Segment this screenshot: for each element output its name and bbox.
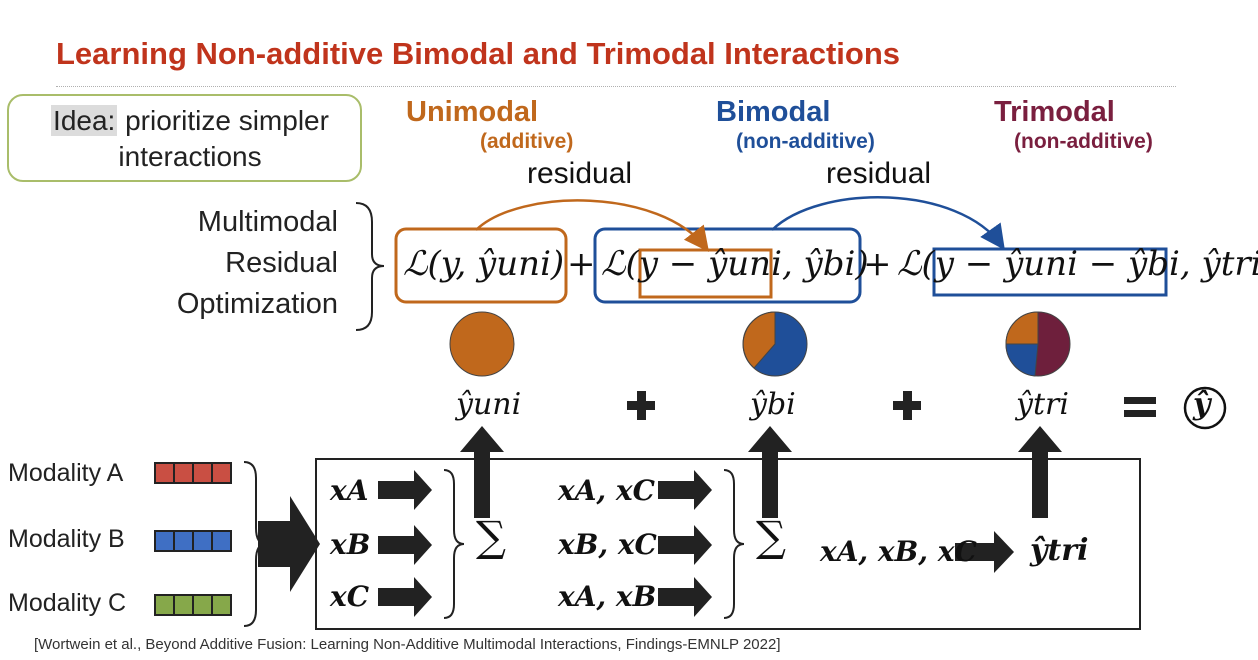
up-arrow-uni (460, 426, 504, 518)
bimodal-pie (742, 311, 808, 377)
arrow-xa-uni (378, 470, 432, 510)
uni-sum-brace (443, 469, 465, 619)
arrow-xabc-tri (955, 531, 1014, 573)
input-xa-xb: xA, xB (558, 580, 657, 613)
idea-label: Idea: (51, 105, 118, 136)
optimization-label-line3: Optimization (176, 288, 338, 320)
unimodal-loss: ℒ(y, ŷuni) (403, 244, 565, 284)
modality-a-label: Modality A (8, 459, 124, 487)
input-xa-xc: xA, xC (558, 474, 655, 507)
modality-a-bar (154, 462, 232, 484)
input-xa-xb-xc: xA, xB, xC (820, 535, 977, 568)
citation: [Wortwein et al., Beyond Additive Fusion… (34, 636, 781, 653)
residual-label-1: residual (527, 157, 633, 190)
input-xa: xA (330, 474, 369, 507)
bimodal-loss-box (593, 227, 862, 304)
optimization-label-line1: Multimodal (197, 206, 338, 238)
equals-sign (1124, 397, 1156, 417)
unimodal-loss-box (394, 227, 568, 304)
unimodal-header: Unimodal (406, 96, 539, 128)
plus-sign-2 (893, 391, 921, 420)
idea-box (7, 94, 362, 182)
trimodal-header: Trimodal (994, 96, 1115, 128)
title-divider (56, 86, 1176, 87)
trimodal-subheader: (non-additive) (1014, 130, 1153, 153)
optimization-brace (355, 202, 385, 331)
modality-c-label: Modality C (8, 589, 127, 617)
bimodal-loss: ℒ(y − ŷuni, ŷbi) (601, 244, 869, 284)
loss-plus-2: + (863, 244, 892, 284)
residual-arrow-1 (475, 199, 710, 252)
uni-sum-symbol: ∑ (476, 512, 506, 561)
bi-sum-symbol: ∑ (756, 512, 786, 561)
input-xb-xc: xB, xC (558, 528, 657, 561)
trimodal-loss: ℒ(y − ŷuni − ŷbi, ŷtri) (897, 244, 1258, 284)
arrow-xac-bi (658, 470, 712, 510)
unimodal-pie (449, 311, 515, 377)
arrow-xbc-bi (658, 525, 712, 565)
input-xb: xB (330, 528, 371, 561)
arrow-xab-bi (658, 577, 712, 617)
residual-arrow-2 (771, 196, 1005, 251)
bi-sum-brace (723, 469, 745, 619)
unimodal-subheader: (additive) (480, 130, 574, 153)
arrow-xb-uni (378, 525, 432, 565)
input-arrow (258, 496, 320, 592)
idea-description: prioritize simpler interactions (118, 105, 329, 172)
bimodal-header: Bimodal (716, 96, 831, 128)
loss-plus-1: + (567, 244, 596, 284)
output-tri-inner: ŷtri (1030, 533, 1089, 568)
output-final: ŷ (1193, 387, 1211, 422)
modality-c-bar (154, 594, 232, 616)
idea-text: Idea: prioritize simpler interactions (30, 103, 350, 175)
output-bi: ŷbi (750, 387, 796, 422)
up-arrow-tri (1018, 426, 1062, 518)
up-arrow-bi (748, 426, 792, 518)
trimodal-pie (1005, 311, 1071, 377)
final-output-circle (1183, 386, 1227, 430)
modality-b-label: Modality B (8, 525, 125, 553)
plus-sign-1 (627, 391, 655, 420)
output-uni: ŷuni (456, 387, 522, 422)
trimodal-residual-highlight (932, 247, 1168, 297)
modality-b-bar (154, 530, 232, 552)
output-tri: ŷtri (1016, 387, 1069, 422)
input-xc: xC (330, 580, 369, 613)
bimodal-subheader: (non-additive) (736, 130, 875, 153)
interaction-box (315, 458, 1141, 630)
arrow-xc-uni (378, 577, 432, 617)
optimization-label-line2: Residual (225, 247, 338, 279)
residual-label-2: residual (826, 157, 932, 190)
slide-title: Learning Non-additive Bimodal and Trimod… (56, 36, 900, 71)
